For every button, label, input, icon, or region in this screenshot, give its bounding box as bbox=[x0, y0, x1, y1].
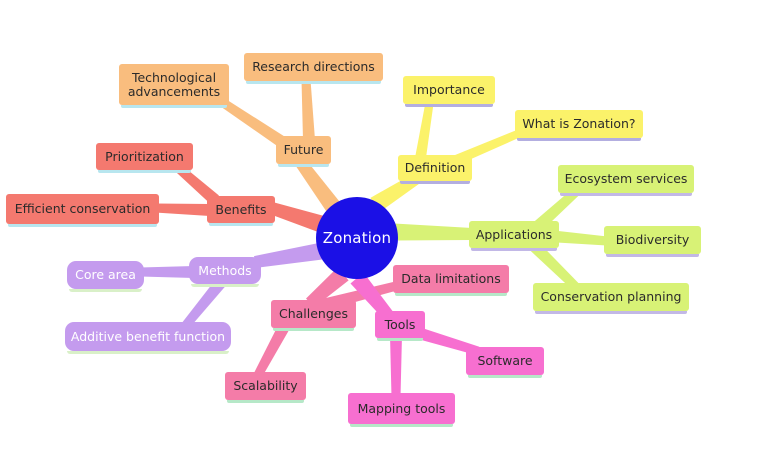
node-underline bbox=[121, 105, 227, 108]
node-underline bbox=[517, 138, 641, 141]
edge-future bbox=[219, 98, 286, 147]
node-underline bbox=[227, 400, 304, 403]
edge-benefits bbox=[173, 162, 219, 205]
edge-methods bbox=[140, 266, 194, 278]
edge-tools bbox=[390, 335, 402, 397]
node-label: Scalability bbox=[233, 378, 298, 393]
node-underline bbox=[8, 224, 157, 227]
node-child-scalability[interactable]: Scalability bbox=[225, 372, 306, 403]
node-label: Mapping tools bbox=[357, 400, 446, 416]
node-root-challenges[interactable]: Challenges bbox=[271, 300, 356, 331]
edge-benefits bbox=[266, 201, 324, 233]
center-node-label: Zonation bbox=[322, 229, 392, 247]
node-root-definition[interactable]: Definition bbox=[398, 155, 472, 184]
edge-definition bbox=[414, 99, 434, 162]
node-underline bbox=[209, 223, 273, 226]
node-label: Importance bbox=[413, 82, 485, 97]
center-node-zonation[interactable]: Zonation bbox=[316, 197, 398, 279]
node-label: Core area bbox=[75, 267, 136, 282]
edge-applications bbox=[393, 223, 473, 241]
node-label: Definition bbox=[404, 160, 466, 175]
node-root-tools[interactable]: Tools bbox=[375, 311, 425, 341]
node-underline bbox=[246, 81, 381, 84]
edge-tools bbox=[350, 272, 393, 319]
node-child-importance[interactable]: Importance bbox=[403, 76, 495, 107]
node-underline bbox=[606, 254, 699, 257]
node-label: Research directions bbox=[252, 59, 375, 74]
edge-future bbox=[301, 79, 315, 141]
node-label: Biodiversity bbox=[615, 232, 690, 247]
edge-challenges bbox=[254, 322, 291, 378]
node-label: Challenges bbox=[278, 306, 348, 321]
node-label: Additive benefit function bbox=[70, 328, 226, 344]
node-label: Benefits bbox=[215, 201, 267, 217]
node-child-software[interactable]: Software bbox=[466, 347, 544, 378]
node-underline bbox=[69, 289, 142, 292]
node-child-efficient-conservation[interactable]: Efficient conservation bbox=[6, 194, 159, 227]
node-underline bbox=[468, 375, 542, 378]
node-underline bbox=[535, 311, 687, 314]
node-label: Data limitations bbox=[401, 271, 501, 286]
node-label: Technological advancements bbox=[127, 69, 221, 99]
node-label: Conservation planning bbox=[540, 289, 682, 304]
edge-methods bbox=[182, 277, 227, 328]
node-child-biodiversity[interactable]: Biodiversity bbox=[604, 226, 701, 257]
edge-challenges bbox=[306, 267, 349, 308]
node-underline bbox=[560, 193, 692, 196]
node-underline bbox=[273, 328, 354, 331]
node-child-research-directions[interactable]: Research directions bbox=[244, 53, 383, 84]
node-child-core-area[interactable]: Core area bbox=[67, 261, 144, 292]
node-label: Applications bbox=[475, 226, 553, 242]
node-child-ecosystem-services[interactable]: Ecosystem services bbox=[558, 165, 694, 196]
node-child-prioritization[interactable]: Prioritization bbox=[96, 143, 193, 173]
node-underline bbox=[400, 181, 470, 184]
node-underline bbox=[278, 164, 329, 167]
node-child-mapping-tools[interactable]: Mapping tools bbox=[348, 393, 455, 427]
node-root-benefits[interactable]: Benefits bbox=[207, 196, 275, 226]
edge-applications bbox=[548, 230, 608, 246]
edge-future bbox=[296, 159, 344, 218]
node-underline bbox=[405, 104, 493, 107]
node-root-methods[interactable]: Methods bbox=[189, 257, 261, 287]
edge-benefits bbox=[154, 203, 211, 216]
node-label: Future bbox=[283, 142, 324, 157]
node-label: Software bbox=[477, 353, 533, 368]
node-label: What is Zonation? bbox=[522, 116, 636, 131]
node-underline bbox=[471, 248, 557, 251]
node-underline bbox=[395, 293, 507, 296]
node-root-future[interactable]: Future bbox=[276, 136, 331, 167]
edge-applications bbox=[527, 239, 580, 291]
node-label: Ecosystem services bbox=[564, 171, 688, 186]
node-label: Prioritization bbox=[105, 148, 184, 164]
node-underline bbox=[191, 284, 259, 287]
node-child-additive-benefit-function[interactable]: Additive benefit function bbox=[65, 322, 231, 354]
node-child-technological-advancements[interactable]: Technological advancements bbox=[119, 64, 229, 108]
node-label: Efficient conservation bbox=[14, 201, 151, 216]
node-underline bbox=[67, 351, 229, 354]
node-child-what-is-zonation[interactable]: What is Zonation? bbox=[515, 110, 643, 141]
node-underline bbox=[377, 338, 423, 341]
node-label: Methods bbox=[198, 262, 252, 278]
node-root-applications[interactable]: Applications bbox=[469, 221, 559, 251]
node-child-conservation-planning[interactable]: Conservation planning bbox=[533, 283, 689, 314]
node-child-data-limitations[interactable]: Data limitations bbox=[393, 265, 509, 296]
edge-methods bbox=[254, 242, 324, 268]
node-underline bbox=[350, 424, 453, 427]
node-underline bbox=[98, 170, 191, 173]
edge-tools bbox=[413, 326, 480, 356]
node-label: Tools bbox=[384, 316, 416, 332]
